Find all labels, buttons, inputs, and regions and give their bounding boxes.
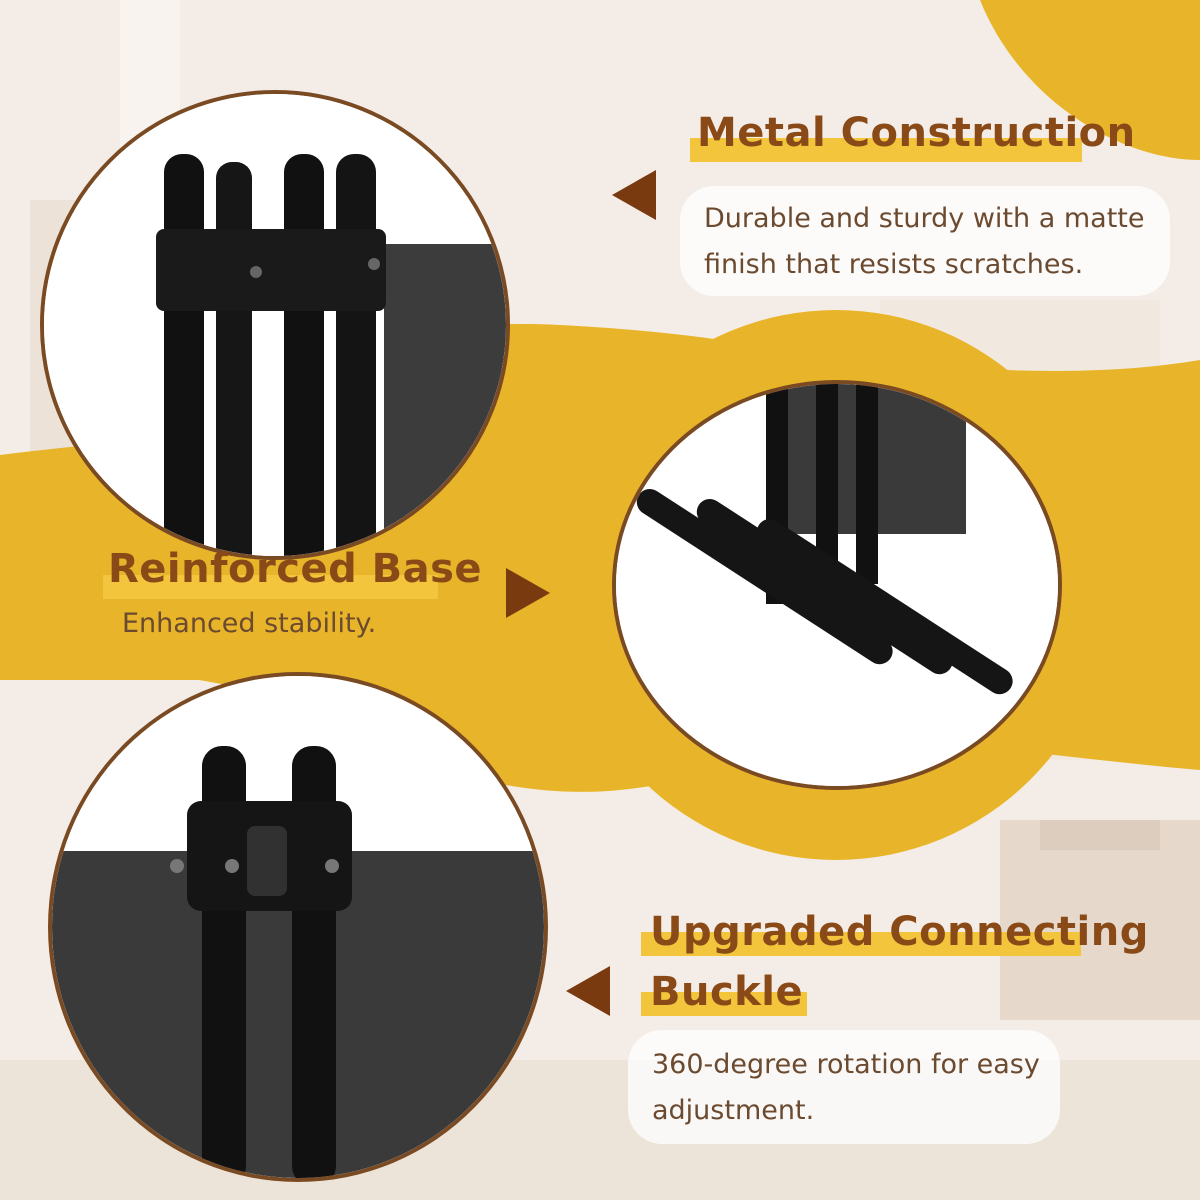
feature-description-metal-construction: Durable and sturdy with a matte finish t…: [704, 203, 1145, 280]
title-highlight: [641, 992, 807, 1016]
title-highlight: [103, 575, 438, 599]
reinforced-base-photo: [612, 380, 1062, 790]
triangle-left-icon: [566, 966, 610, 1016]
feature-title-metal-construction: Metal Construction: [697, 110, 1136, 156]
triangle-right-icon: [506, 568, 550, 618]
triangle-left-icon: [612, 170, 656, 220]
feature-title-reinforced-base: Reinforced Base: [108, 546, 483, 592]
feature-description-connecting-buckle: 360-degree rotation for easy adjustment.: [652, 1049, 1040, 1126]
feature-title-connecting-buckle: Upgraded Connecting Buckle: [650, 909, 1149, 1015]
description-box: [680, 186, 1170, 296]
title-highlight: [690, 138, 1082, 162]
metal-poles-photo: [40, 90, 510, 560]
title-highlight: [641, 932, 1081, 956]
description-box: [628, 1030, 1060, 1144]
connecting-buckle-photo: [48, 672, 548, 1182]
feature-description-reinforced-base: Enhanced stability.: [122, 608, 377, 639]
